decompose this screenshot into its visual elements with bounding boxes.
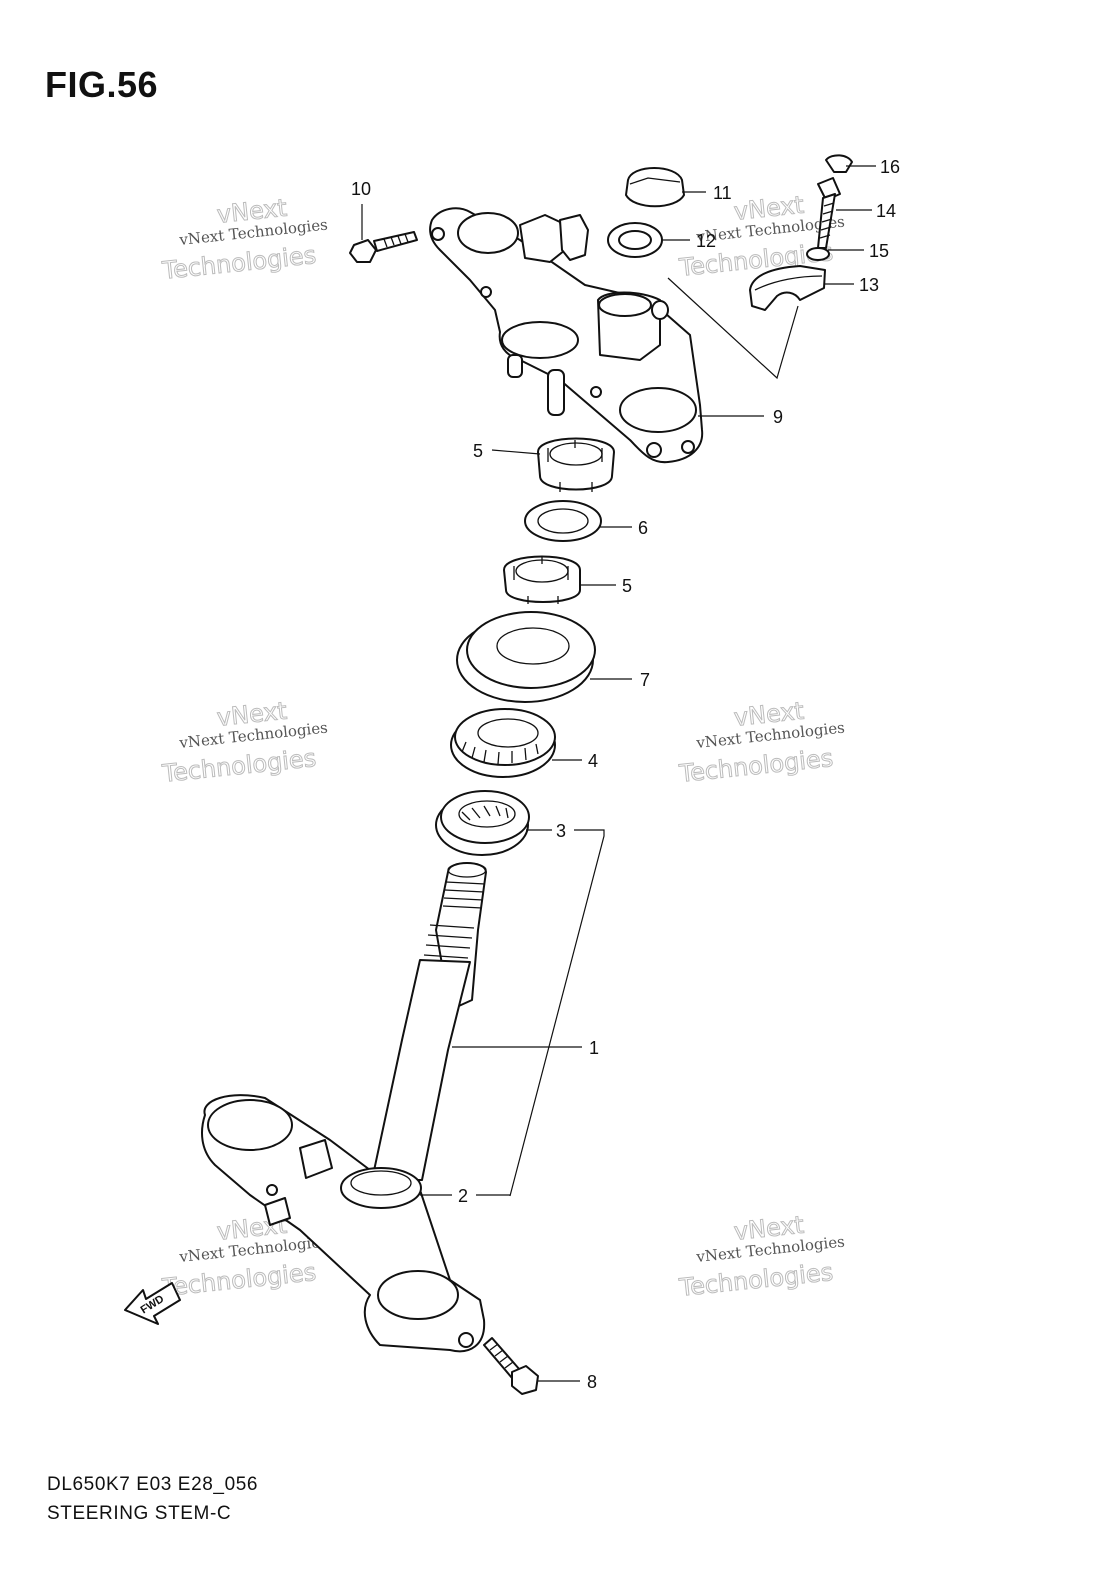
- callout-10: 10: [351, 179, 371, 199]
- callout-1: 1: [589, 1038, 599, 1058]
- callout-14: 14: [876, 201, 896, 221]
- part-bearing-4: [450, 708, 556, 778]
- part-washer-6: [524, 500, 602, 542]
- part-holder-13: [749, 265, 826, 311]
- callout-15: 15: [869, 241, 889, 261]
- callout-5-upper: 5: [473, 441, 483, 461]
- part-nut-5-lower: [503, 555, 581, 604]
- watermark-top-left: vNext Technologies vNext Technologies: [160, 193, 329, 285]
- watermark-bottom-right: vNext Technologies vNext Technologies: [677, 1210, 846, 1302]
- callout-16: 16: [880, 157, 900, 177]
- callout-7: 7: [640, 670, 650, 690]
- assembly-line-13: [667, 277, 799, 380]
- figure-title: FIG.56: [45, 64, 159, 105]
- diagram-caption: STEERING STEM-C: [47, 1503, 232, 1524]
- part-bolt-10: [349, 231, 418, 263]
- callout-3: 3: [556, 821, 566, 841]
- part-nut-5-upper: [537, 437, 615, 492]
- part-cap-16: [825, 154, 853, 173]
- callout-4: 4: [588, 751, 598, 771]
- callout-12: 12: [696, 231, 716, 251]
- fwd-arrow-icon: FWD: [124, 1282, 181, 1325]
- diagram-code: DL650K7 E03 E28_056: [47, 1474, 259, 1495]
- callout-6: 6: [638, 518, 648, 538]
- watermark-mid-left: vNext Technologies vNext Technologies: [160, 696, 329, 788]
- callout-9: 9: [773, 407, 783, 427]
- part-upper-bracket-9: [429, 207, 704, 464]
- watermark-mid-right: vNext Technologies vNext Technologies: [677, 696, 846, 788]
- part-seal-7: [456, 611, 596, 703]
- part-cap-11: [625, 167, 685, 208]
- part-washer-15: [806, 247, 830, 261]
- callout-11: 11: [713, 183, 732, 203]
- callout-labels: 10 11 12 16 14 15 13 9 5 6 5 7 4 3 1 2 8: [351, 157, 900, 1392]
- callout-5-lower: 5: [622, 576, 632, 596]
- leader-lines: [361, 165, 876, 1382]
- part-seal-2: [340, 1167, 422, 1209]
- part-bearing-3: [435, 790, 530, 856]
- part-steering-stem-1: [201, 862, 487, 1353]
- part-bolt-14: [817, 177, 841, 249]
- part-washer-12: [607, 222, 663, 258]
- callout-13: 13: [859, 275, 879, 295]
- callout-2: 2: [458, 1186, 468, 1206]
- part-bolt-8: [483, 1337, 539, 1395]
- callout-8: 8: [587, 1372, 597, 1392]
